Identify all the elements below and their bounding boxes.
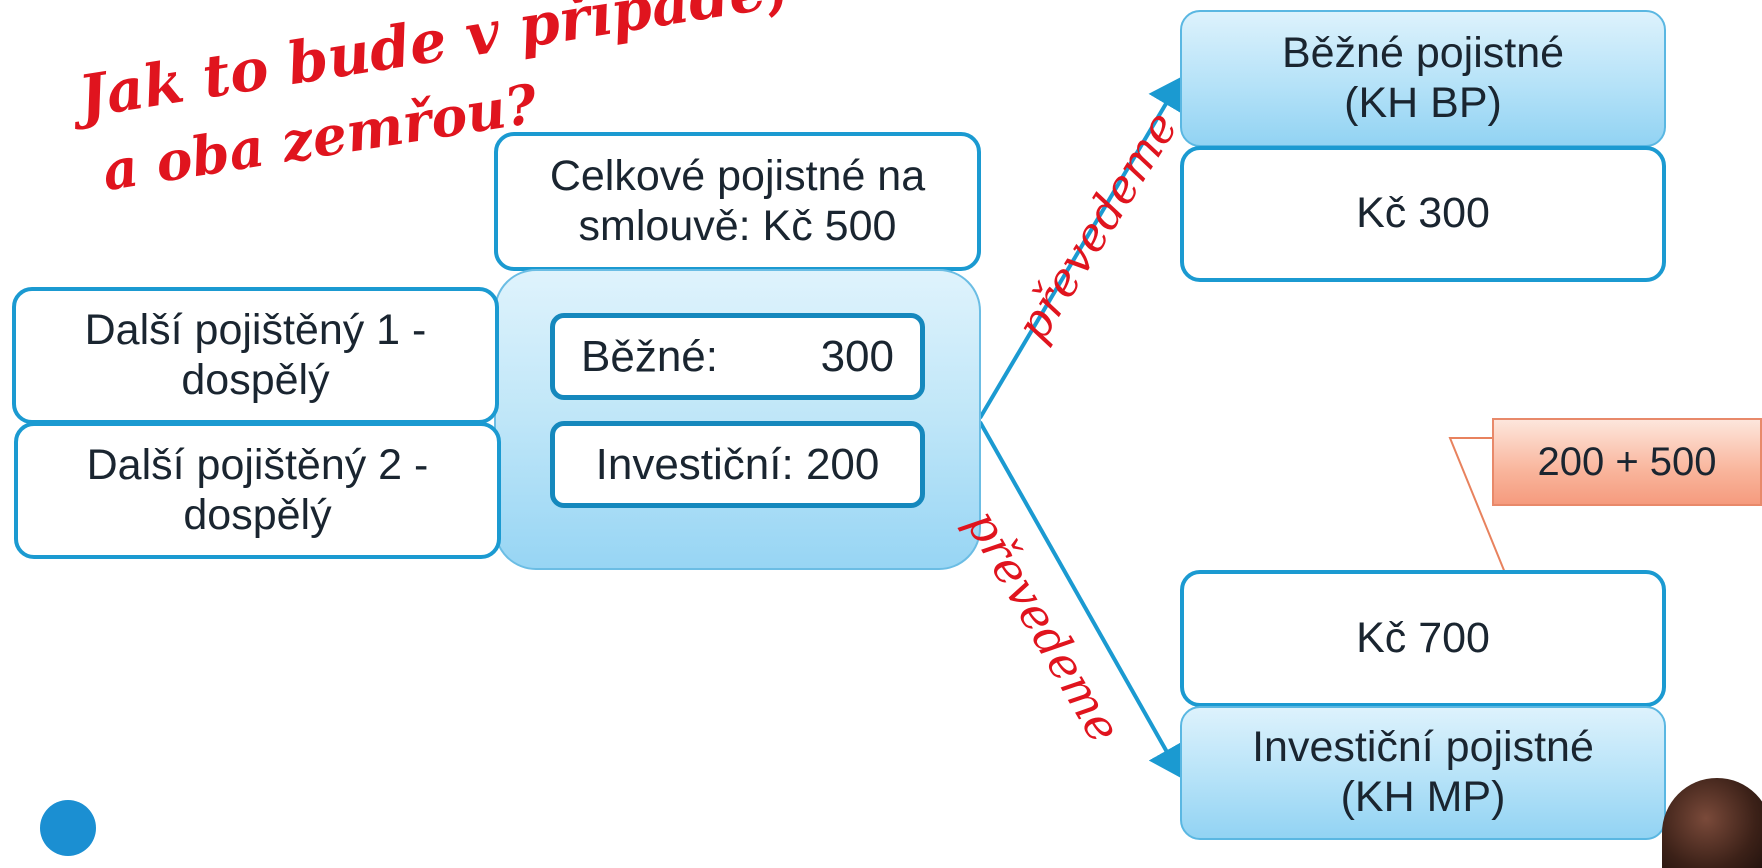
sum-callout: 200 + 500 — [1492, 418, 1762, 506]
insured-person-1-box: Další pojištěný 1 - dospělý — [12, 287, 499, 424]
arrow-to-regular-account — [978, 76, 1183, 420]
investment-premium-value: 200 — [805, 439, 880, 489]
blue-circle-decoration — [40, 800, 96, 856]
regular-premium-label: Běžné: — [581, 331, 718, 381]
investment-account-amount-box: Kč 700 — [1180, 570, 1666, 707]
connector-lines — [978, 76, 1511, 779]
investment-account-title-box: Investiční pojistné (KH MP) — [1180, 706, 1666, 840]
contract-total-box: Celkové pojistné na smlouvě: Kč 500 — [494, 132, 981, 271]
regular-premium-value: 300 — [820, 331, 894, 381]
arrow-to-investment-account — [978, 421, 1184, 779]
regular-account-title-box: Běžné pojistné (KH BP) — [1180, 10, 1666, 147]
investment-premium-label: Investiční: — [595, 439, 794, 489]
regular-premium-pill: Běžné: 300 — [550, 313, 925, 400]
regular-account-amount-box: Kč 300 — [1180, 146, 1666, 282]
callout-pointer — [1448, 437, 1511, 586]
investment-premium-pill: Investiční: 200 — [550, 421, 925, 508]
insured-person-2-box: Další pojištěný 2 - dospělý — [14, 422, 501, 559]
